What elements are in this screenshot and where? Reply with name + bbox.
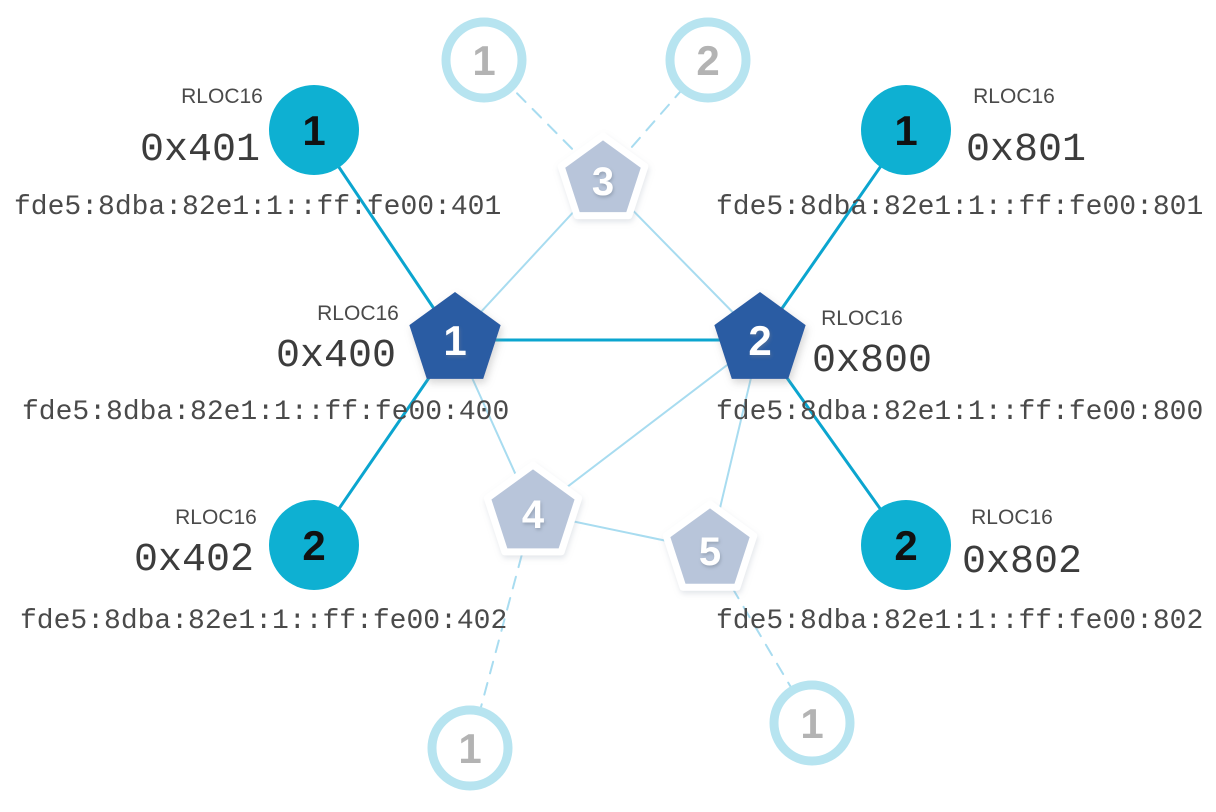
text-0x801-value: 0x801 <box>966 128 1086 173</box>
child-node-2[interactable]: 2 <box>665 17 751 103</box>
pentagon-shape <box>409 292 501 379</box>
router-node-1[interactable]: 1 <box>409 292 501 379</box>
circle-shape <box>269 85 359 175</box>
router-node-5[interactable]: 5 <box>662 500 758 591</box>
child-numeral: 1 <box>458 725 481 772</box>
pentagon-shape <box>483 461 583 556</box>
pentagon-shape <box>557 132 649 220</box>
child-node-1[interactable]: 1 <box>269 85 359 175</box>
child-node-1[interactable]: 1 <box>861 85 951 175</box>
circle-shape <box>665 17 751 103</box>
child-numeral: 1 <box>472 37 495 84</box>
text-0x400-value: 0x400 <box>276 334 396 379</box>
text-0x801-ipv6: fde5:8dba:82e1:1::ff:fe00:801 <box>716 192 1203 223</box>
child-numeral: 1 <box>800 700 823 747</box>
circle-shape <box>269 500 359 590</box>
text-0x400-ipv6: fde5:8dba:82e1:1::ff:fe00:400 <box>22 397 509 428</box>
text-0x402-label: RLOC16 <box>175 506 257 529</box>
text-0x400-label: RLOC16 <box>317 302 399 325</box>
circle-shape <box>441 17 527 103</box>
circle-shape <box>861 500 951 590</box>
router-numeral: 3 <box>592 160 614 204</box>
circle-shape <box>861 85 951 175</box>
child-node-2[interactable]: 2 <box>269 500 359 590</box>
text-0x801-label: RLOC16 <box>973 85 1055 108</box>
text-0x401-ipv6: fde5:8dba:82e1:1::ff:fe00:401 <box>14 192 501 223</box>
text-0x401-label: RLOC16 <box>181 85 263 108</box>
child-numeral: 2 <box>302 522 325 569</box>
text-0x800-value: 0x800 <box>812 339 932 384</box>
link-router-0x800-to-router-4 <box>532 339 761 514</box>
router-node-2[interactable]: 2 <box>714 292 806 379</box>
pentagon-shape <box>662 500 758 591</box>
text-0x802-value: 0x802 <box>962 540 1082 585</box>
circle-shape <box>769 680 855 766</box>
child-numeral: 1 <box>302 107 325 154</box>
text-0x800-ipv6: fde5:8dba:82e1:1::ff:fe00:800 <box>716 397 1203 428</box>
text-layer: RLOC160x401fde5:8dba:82e1:1::ff:fe00:401… <box>14 85 1203 637</box>
child-node-1[interactable]: 1 <box>441 17 527 103</box>
text-0x402-value: 0x402 <box>134 538 254 583</box>
nodes-layer: 1 2 3 4 5 1 2 1 2 1 2 1 1 <box>269 17 951 791</box>
router-numeral: 4 <box>522 493 545 537</box>
child-numeral: 2 <box>696 37 719 84</box>
child-node-2[interactable]: 2 <box>861 500 951 590</box>
child-numeral: 1 <box>894 107 917 154</box>
router-numeral: 5 <box>699 530 721 574</box>
child-numeral: 2 <box>894 522 917 569</box>
router-node-4[interactable]: 4 <box>483 461 583 556</box>
text-0x402-ipv6: fde5:8dba:82e1:1::ff:fe00:402 <box>20 606 507 637</box>
router-numeral: 1 <box>443 317 466 364</box>
text-0x800-label: RLOC16 <box>821 307 903 330</box>
child-node-1[interactable]: 1 <box>427 705 513 791</box>
text-0x401-value: 0x401 <box>140 128 260 173</box>
router-node-3[interactable]: 3 <box>557 132 649 220</box>
router-numeral: 2 <box>748 317 771 364</box>
pentagon-shape <box>714 292 806 379</box>
text-0x802-label: RLOC16 <box>971 506 1053 529</box>
text-0x802-ipv6: fde5:8dba:82e1:1::ff:fe00:802 <box>716 606 1203 637</box>
child-node-1[interactable]: 1 <box>769 680 855 766</box>
circle-shape <box>427 705 513 791</box>
